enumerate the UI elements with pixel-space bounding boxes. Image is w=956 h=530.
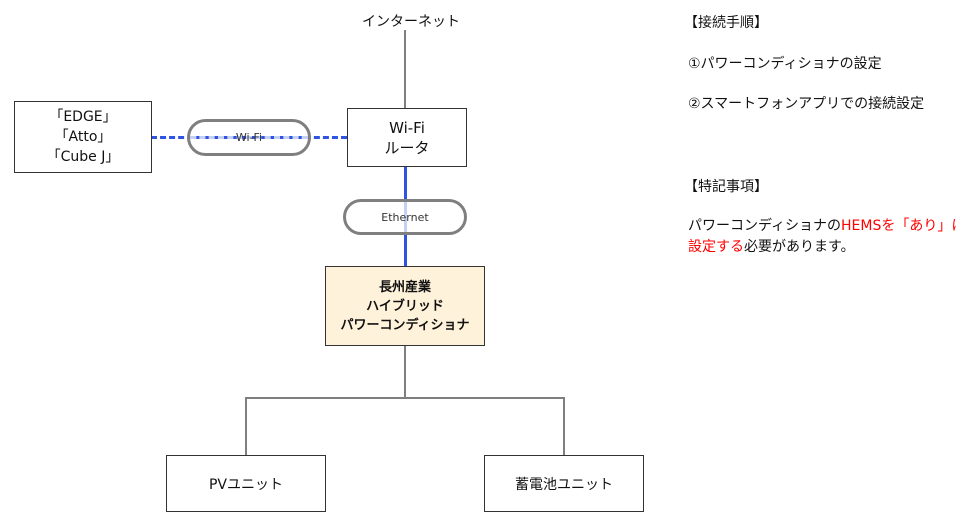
procedure-title: 【接続手順】 — [684, 15, 768, 31]
router-label-1: Wi-Fi — [389, 118, 425, 137]
branch-line — [245, 397, 565, 399]
device-atto: 「Atto」 — [54, 129, 112, 145]
device-cubej: 「Cube J」 — [46, 149, 120, 165]
ethernet-link-pill: Ethernet — [343, 199, 467, 235]
pv-unit-box: PVユニット — [166, 455, 326, 512]
pcs-name: パワーコンディショナ — [340, 317, 470, 333]
pv-line — [245, 397, 247, 455]
battery-line — [563, 397, 565, 455]
special-note-highlight-2: 設定する — [688, 239, 744, 255]
ethernet-line-light — [404, 202, 407, 232]
pcs-type: ハイブリッド — [366, 298, 444, 314]
special-note-text-2: 必要があります。 — [744, 239, 855, 255]
devices-box: 「EDGE」 「Atto」 「Cube J」 — [14, 101, 152, 173]
wifi-link-pill: Wi-Fi — [187, 119, 311, 156]
pcs-down-line — [404, 345, 406, 398]
pv-unit-label: PVユニット — [208, 476, 284, 493]
special-title: 【特記事項】 — [684, 179, 768, 195]
battery-unit-box: 蓄電池ユニット — [484, 455, 644, 512]
procedure-step-1: ①パワーコンディショナの設定 — [688, 56, 882, 72]
wifi-dashed-line-light — [190, 136, 308, 139]
special-note-line-1: パワーコンディショナのHEMSを「あり」に — [688, 215, 956, 235]
procedure-step-2: ②スマートフォンアプリでの接続設定 — [688, 96, 925, 112]
special-note-highlight: HEMSを「あり」に — [841, 218, 956, 234]
pcs-box: 長州産業 ハイブリッド パワーコンディショナ — [325, 266, 485, 346]
special-note-line-2: 設定する必要があります。 — [688, 236, 855, 256]
internet-label: インターネット — [362, 14, 460, 30]
pcs-maker: 長州産業 — [378, 279, 431, 295]
internet-line — [404, 30, 406, 108]
router-label-2: ルータ — [384, 138, 430, 157]
device-edge: 「EDGE」 — [49, 109, 117, 125]
router-box: Wi-Fi ルータ — [347, 108, 467, 167]
special-note-text: パワーコンディショナの — [688, 218, 842, 234]
battery-unit-label: 蓄電池ユニット — [515, 476, 613, 493]
